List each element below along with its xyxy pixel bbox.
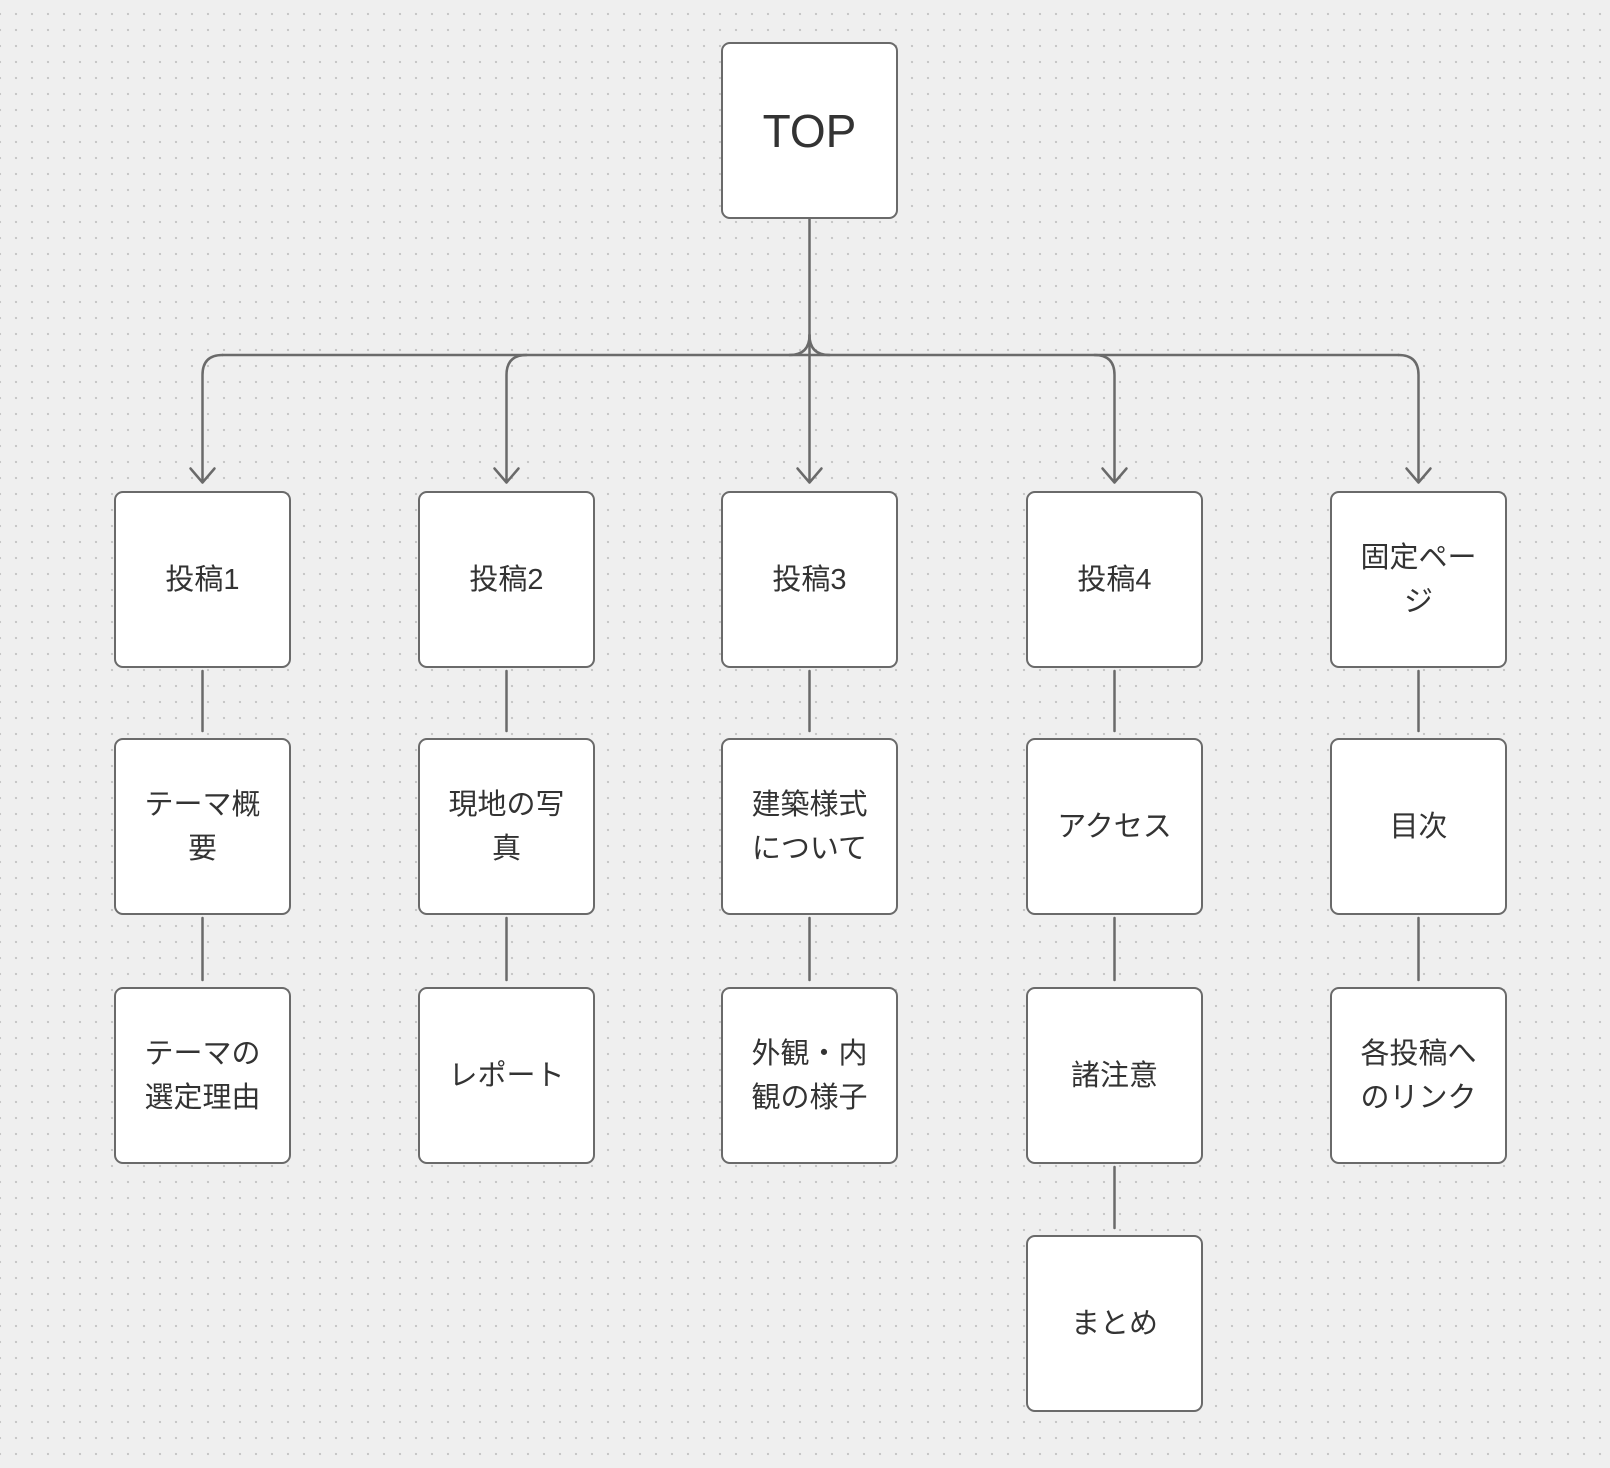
node-post4[interactable]: 投稿4 xyxy=(1026,491,1203,668)
node-post3[interactable]: 投稿3 xyxy=(721,491,898,668)
node-post1-label: 投稿1 xyxy=(165,563,240,596)
node-report[interactable]: レポート xyxy=(418,987,595,1164)
node-post-links-label: 各投稿へのリンク xyxy=(1360,1037,1477,1114)
node-post1[interactable]: 投稿1 xyxy=(114,491,291,668)
node-report-label: レポート xyxy=(448,1059,565,1092)
node-table-of-contents-label: 目次 xyxy=(1389,810,1448,843)
edge-top-to-fixedpage xyxy=(1397,353,1420,482)
node-post2-label: 投稿2 xyxy=(469,563,544,596)
edge-top-to-post4 xyxy=(1093,353,1116,482)
node-architecture-style[interactable]: 建築様式について xyxy=(721,738,898,915)
node-access[interactable]: アクセス xyxy=(1026,738,1203,915)
edge-top-to-post2 xyxy=(505,353,528,482)
node-theme-reason-label: テーマの選定理由 xyxy=(144,1037,261,1114)
node-theme-overview-label: テーマ概要 xyxy=(144,788,261,865)
arrowhead xyxy=(493,467,520,484)
node-notes-label: 諸注意 xyxy=(1070,1059,1158,1092)
tree-connectors xyxy=(189,217,1432,484)
node-post3-label: 投稿3 xyxy=(772,563,847,596)
node-local-photos-label: 現地の写真 xyxy=(448,788,565,865)
node-post2[interactable]: 投稿2 xyxy=(418,491,595,668)
arrowhead xyxy=(1405,467,1432,484)
column-connectors xyxy=(201,669,1420,1230)
arrowhead xyxy=(189,467,216,484)
node-architecture-style-label: 建築様式について xyxy=(751,788,868,865)
node-local-photos[interactable]: 現地の写真 xyxy=(418,738,595,915)
node-exterior-interior-label: 外観・内観の様子 xyxy=(751,1037,868,1114)
edge-top-to-post1 xyxy=(201,353,224,482)
arrowhead xyxy=(1101,467,1128,484)
node-top-label: TOP xyxy=(762,104,857,157)
node-access-label: アクセス xyxy=(1057,810,1172,843)
node-post-links[interactable]: 各投稿へのリンク xyxy=(1330,987,1507,1164)
node-summary-label: まとめ xyxy=(1070,1307,1158,1340)
node-theme-reason[interactable]: テーマの選定理由 xyxy=(114,987,291,1164)
junction-fillet-right xyxy=(808,333,831,357)
node-table-of-contents[interactable]: 目次 xyxy=(1330,738,1507,915)
node-fixed-page[interactable]: 固定ページ xyxy=(1330,491,1507,668)
node-notes[interactable]: 諸注意 xyxy=(1026,987,1203,1164)
node-summary[interactable]: まとめ xyxy=(1026,1235,1203,1412)
junction-fillet-left xyxy=(788,333,811,357)
arrowhead xyxy=(796,467,823,484)
node-fixed-page-label: 固定ページ xyxy=(1360,541,1477,618)
node-theme-overview[interactable]: テーマ概要 xyxy=(114,738,291,915)
node-top[interactable]: TOP xyxy=(721,42,898,219)
node-post4-label: 投稿4 xyxy=(1077,563,1152,596)
node-exterior-interior[interactable]: 外観・内観の様子 xyxy=(721,987,898,1164)
